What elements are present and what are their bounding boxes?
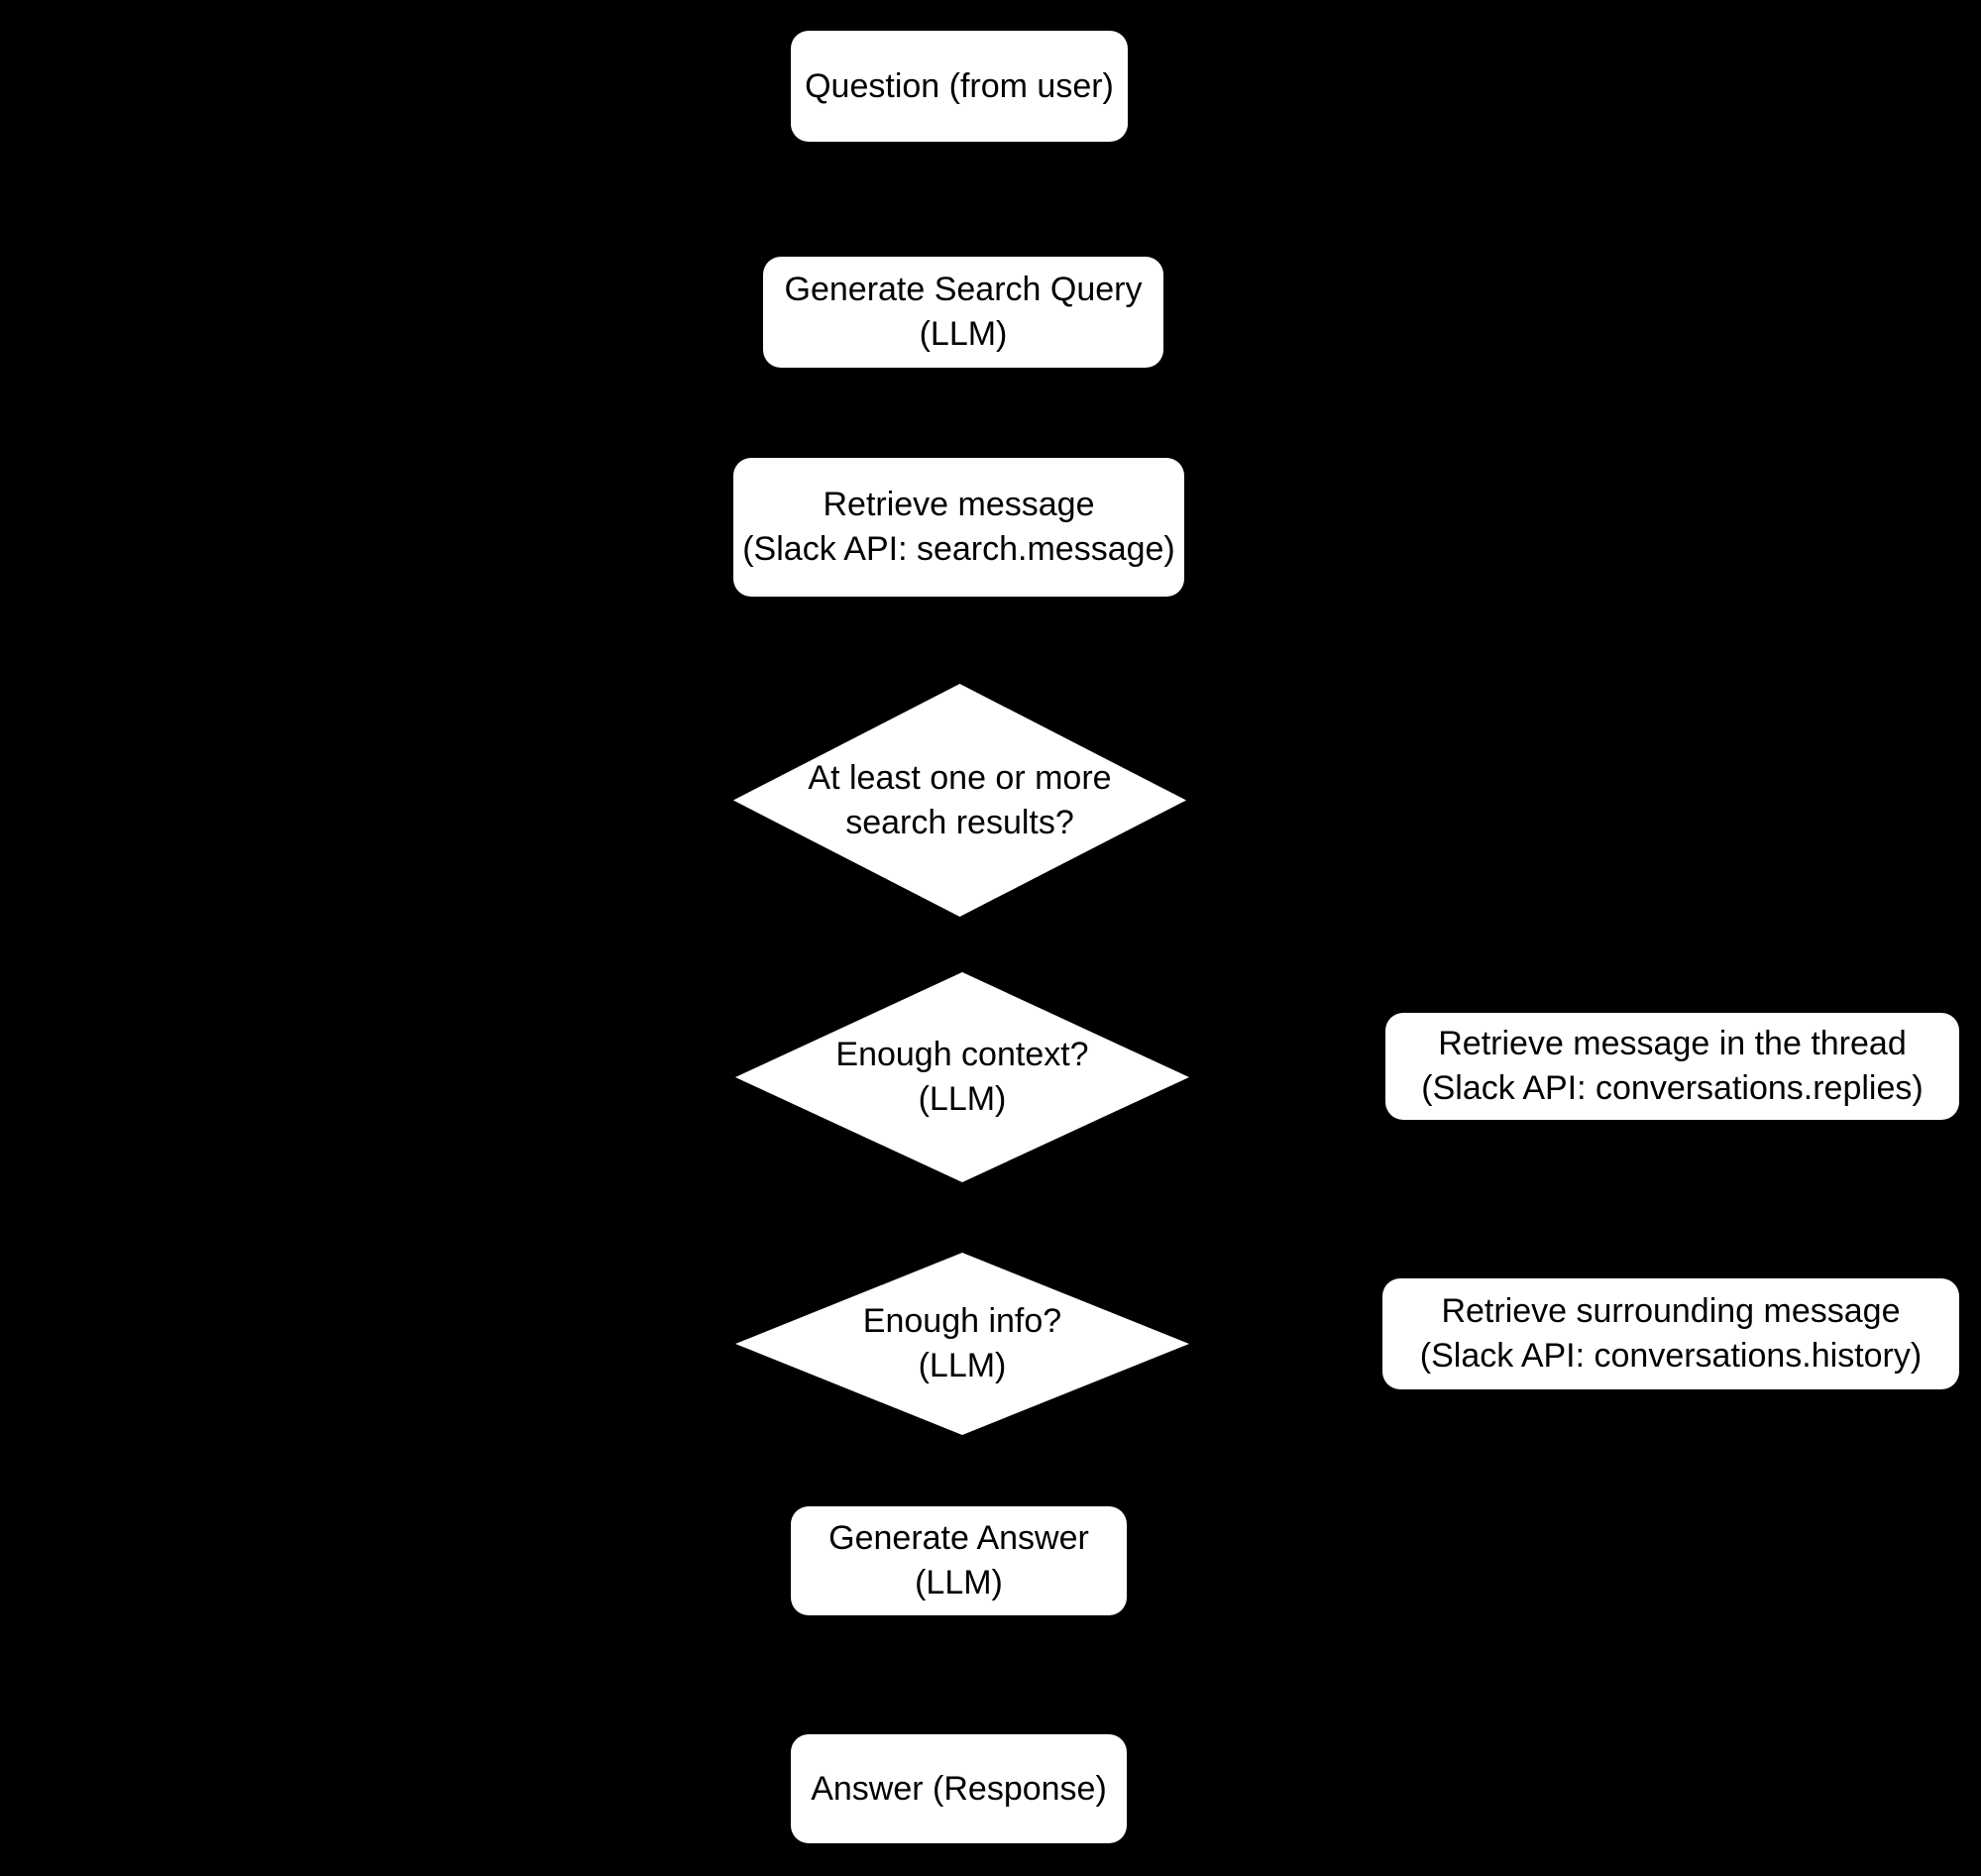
node-generate-answer-label: Generate Answer (LLM) bbox=[828, 1519, 1089, 1601]
node-answer: Answer (Response) bbox=[791, 1734, 1127, 1843]
decision-enough-context-label: Enough context? (LLM) bbox=[835, 1036, 1089, 1118]
node-answer-label: Answer (Response) bbox=[811, 1769, 1107, 1808]
node-retrieve-surrounding-messages: Retrieve surrounding message (Slack API:… bbox=[1382, 1278, 1959, 1389]
node-retrieve-message-label: Retrieve message (Slack API: search.mess… bbox=[742, 486, 1175, 568]
node-retrieve-message: Retrieve message (Slack API: search.mess… bbox=[733, 458, 1184, 597]
decision-enough-context: Enough context? (LLM) bbox=[735, 972, 1189, 1182]
node-retrieve-surrounding-messages-label: Retrieve surrounding message (Slack API:… bbox=[1419, 1292, 1923, 1375]
decision-search-results-label: At least one or more search results? bbox=[808, 758, 1112, 841]
node-retrieve-thread-messages: Retrieve message in the thread (Slack AP… bbox=[1385, 1013, 1959, 1120]
decision-search-results: At least one or more search results? bbox=[733, 684, 1186, 917]
node-generate-search-query-label: Generate Search Query (LLM) bbox=[784, 271, 1143, 353]
node-generate-search-query: Generate Search Query (LLM) bbox=[763, 257, 1163, 368]
node-generate-answer: Generate Answer (LLM) bbox=[791, 1506, 1127, 1615]
node-question-label: Question (from user) bbox=[805, 66, 1114, 105]
node-question: Question (from user) bbox=[791, 31, 1128, 142]
decision-enough-info-label: Enough info? (LLM) bbox=[862, 1302, 1062, 1384]
node-retrieve-thread-messages-label: Retrieve message in the thread (Slack AP… bbox=[1421, 1025, 1924, 1107]
decision-enough-info: Enough info? (LLM) bbox=[735, 1253, 1189, 1435]
